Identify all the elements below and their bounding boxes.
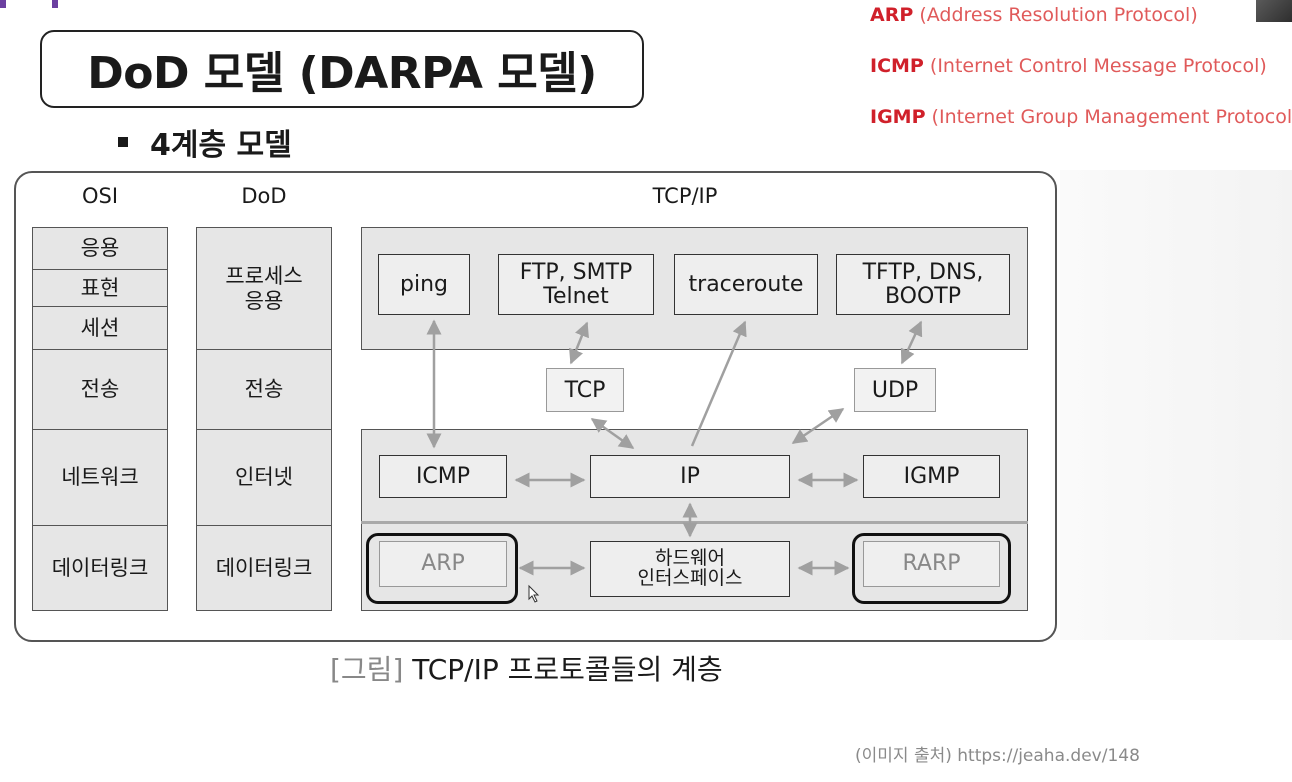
udp-box: UDP (854, 368, 936, 412)
osi-stack: 응용 표현 세션 전송 네트워크 데이터링크 (32, 227, 168, 611)
protocol-full: (Internet Control Message Protocol) (929, 55, 1267, 77)
protocol-full: (Address Resolution Protocol) (919, 4, 1198, 26)
caption-label: [그림] (330, 653, 404, 686)
subtitle-text: 4계층 모델 (150, 128, 292, 163)
osi-layer-transport: 전송 (33, 349, 167, 429)
protocol-abbr: ICMP (870, 55, 924, 77)
protocol-abbr: ARP (870, 4, 914, 26)
icmp-box: ICMP (379, 455, 507, 498)
dod-layer-datalink: 데이터링크 (197, 525, 331, 611)
osi-layer-application: 응용 (80, 236, 120, 261)
caption-text: TCP/IP 프로토콜들의 계층 (412, 653, 723, 686)
osi-layer-datalink: 데이터링크 (33, 525, 167, 611)
image-source: (이미지 출처) https://jeaha.dev/148 (855, 746, 1140, 766)
dod-stack: 프로세스 응용 전송 인터넷 데이터링크 (196, 227, 332, 611)
protocol-abbr: IGMP (870, 106, 926, 128)
ping-box: ping (378, 254, 470, 315)
arrow-traceroute-ip (690, 320, 747, 447)
rarp-box: RARP (863, 541, 1000, 587)
tcpip-heading: TCP/IP (652, 184, 718, 208)
dod-layer-internet: 인터넷 (197, 429, 331, 525)
protocol-arp: ARP (Address Resolution Protocol) (870, 4, 1198, 26)
osi-layer-presentation: 표현 (33, 269, 167, 306)
hardware-interface-box: 하드웨어 인터스페이스 (590, 541, 790, 597)
accent-bars (0, 0, 70, 8)
arrow-tftp-udp (900, 320, 923, 365)
arp-box: ARP (379, 541, 507, 587)
traceroute-box: traceroute (674, 254, 818, 315)
arrow-ftp-tcp (569, 321, 589, 365)
webcam-thumbnail (1256, 0, 1292, 22)
ip-box: IP (590, 455, 790, 498)
dod-heading: DoD (241, 184, 287, 208)
protocol-igmp: IGMP (Internet Group Management Protocol… (870, 106, 1292, 128)
figure-caption: [그림] TCP/IP 프로토콜들의 계층 (330, 648, 723, 688)
tcp-box: TCP (546, 368, 624, 412)
bullet-icon (118, 137, 128, 147)
dod-layer-transport: 전송 (197, 349, 331, 429)
igmp-box: IGMP (863, 455, 1000, 498)
ftp-smtp-telnet-box: FTP, SMTP Telnet (498, 254, 654, 315)
rarp-highlight (852, 533, 1011, 604)
arrow-udp-ip (791, 407, 845, 445)
subtitle: 4계층 모델 (118, 120, 292, 164)
osi-heading: OSI (81, 184, 119, 208)
tftp-dns-bootp-box: TFTP, DNS, BOOTP (836, 254, 1010, 315)
page-title: DoD 모델 (DARPA 모델) (40, 30, 644, 108)
osi-layer-session: 세션 (33, 306, 167, 349)
arrow-tcp-ip (590, 417, 635, 450)
cursor-icon (528, 584, 540, 603)
protocol-full: (Internet Group Management Protocol) (931, 106, 1292, 128)
arp-highlight (366, 533, 518, 604)
protocol-icmp: ICMP (Internet Control Message Protocol) (870, 55, 1267, 77)
side-shadow (1060, 170, 1292, 640)
dod-layer-process: 프로세스 응용 (225, 264, 303, 313)
osi-layer-network: 네트워크 (33, 429, 167, 525)
